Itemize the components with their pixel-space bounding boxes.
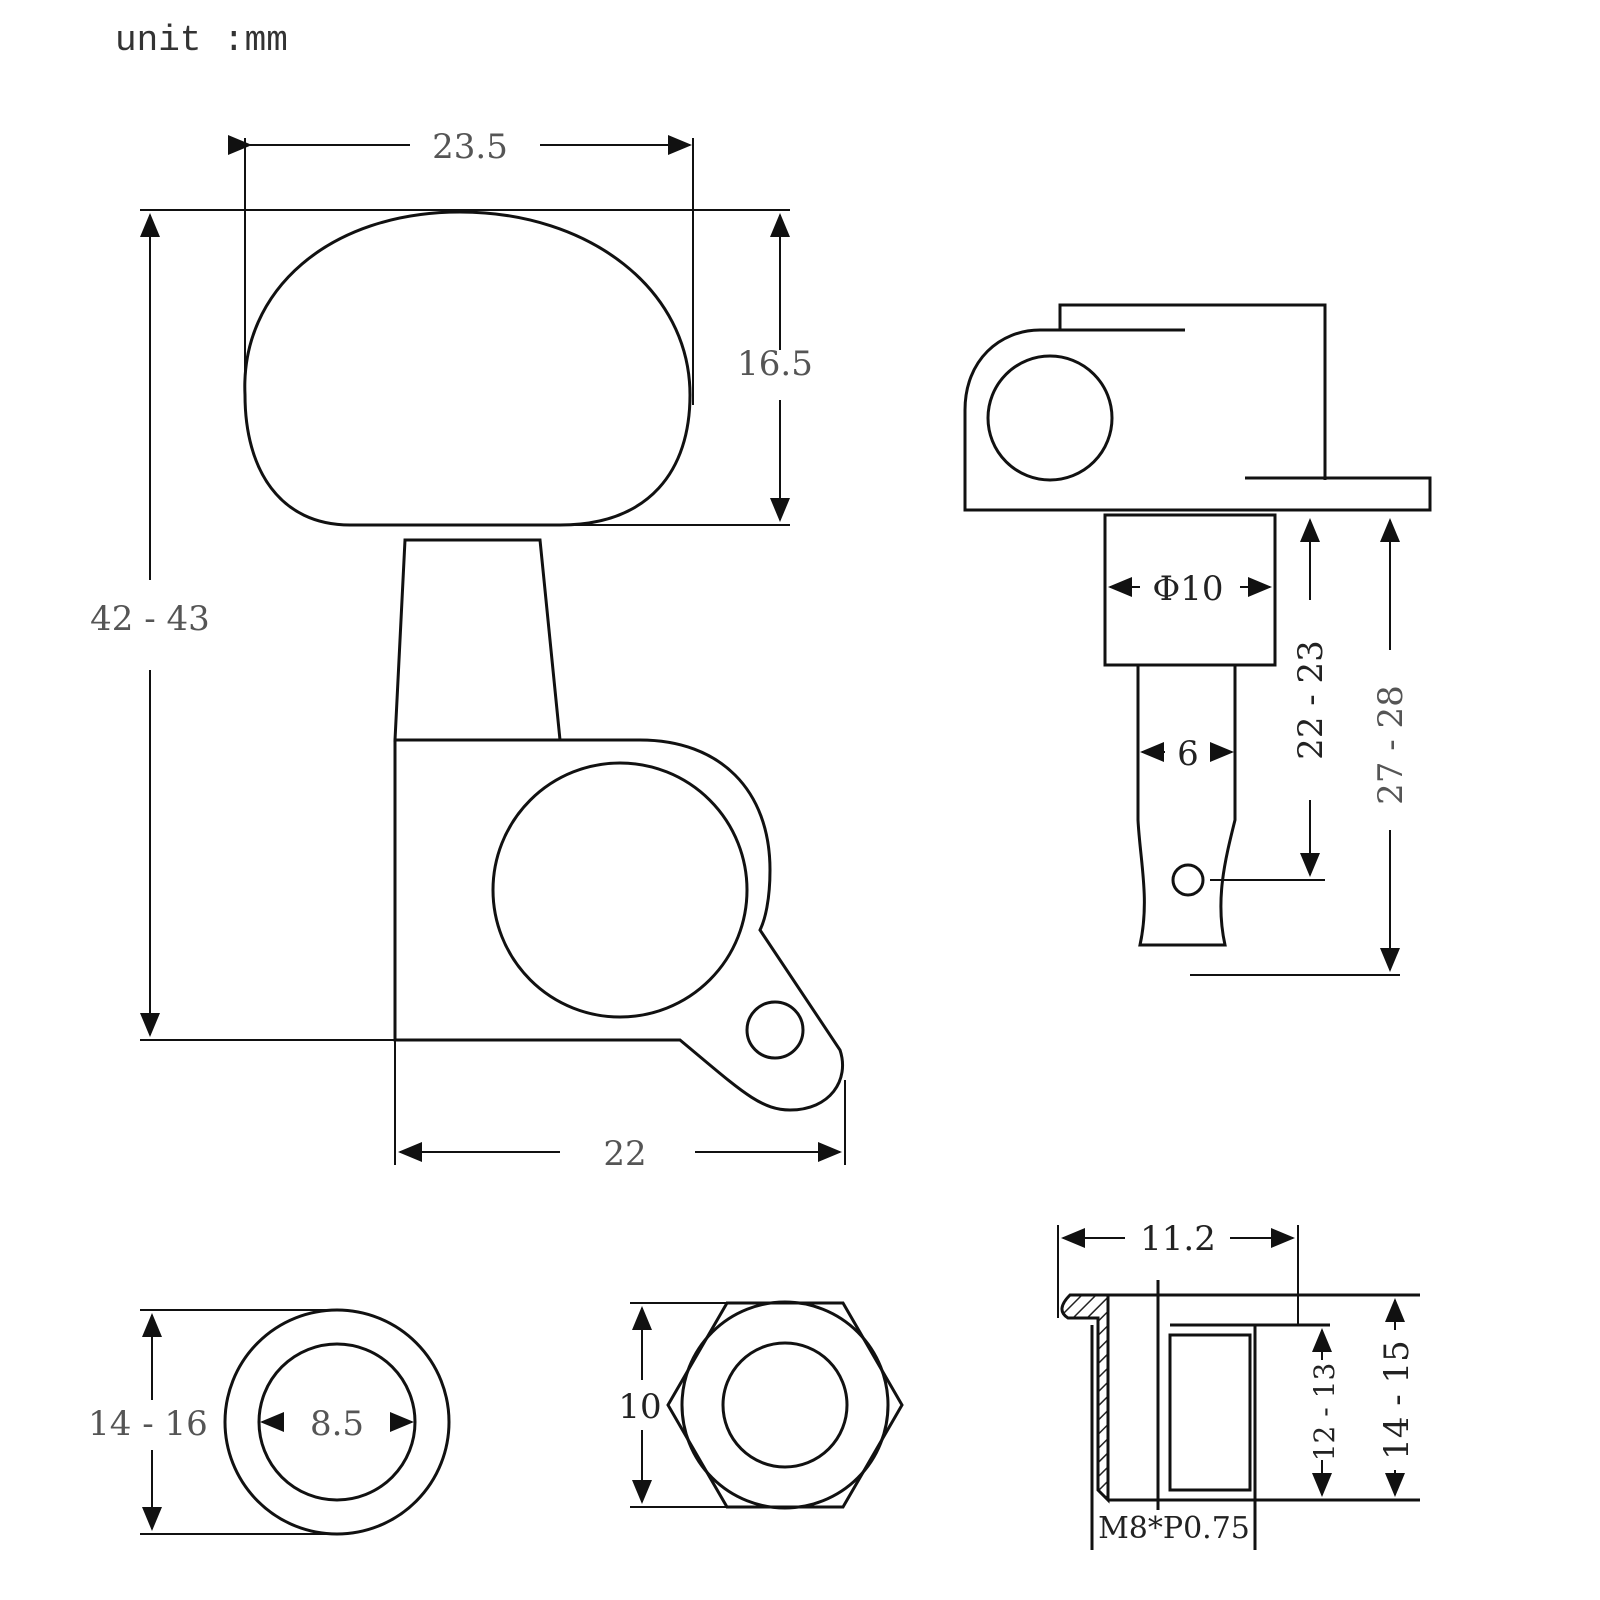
unit-label: unit :mm <box>115 20 288 61</box>
total-length-dim: 27 - 28 <box>1371 685 1411 805</box>
base-width-dim: 22 <box>603 1134 646 1174</box>
post-length-dim: 22 - 23 <box>1291 640 1331 760</box>
hex-nut-view <box>666 1300 904 1510</box>
washer-outer-dim: 14 - 16 <box>88 1404 208 1444</box>
side-view <box>963 303 1432 947</box>
bushing-section-view <box>1060 1280 1420 1550</box>
total-height-dim: 42 - 43 <box>90 599 210 639</box>
knob-height-dim: 16.5 <box>737 344 813 384</box>
knob-front-view <box>243 210 845 1112</box>
washer-inner-dim: 8.5 <box>310 1404 364 1444</box>
shaft-diameter-dim: Φ10 <box>1152 569 1223 609</box>
knob-width-dim: 23.5 <box>432 127 508 167</box>
bushing-inner-height-dim: 12 - 13 <box>1308 1363 1341 1462</box>
post-diameter-dim: 6 <box>1177 734 1199 774</box>
bushing-width-dim: 11.2 <box>1140 1219 1216 1259</box>
thread-spec-label: M8*P0.75 <box>1098 1511 1250 1546</box>
hex-nut-dim: 10 <box>618 1387 661 1427</box>
bushing-total-height-dim: 14 - 15 <box>1377 1340 1417 1460</box>
